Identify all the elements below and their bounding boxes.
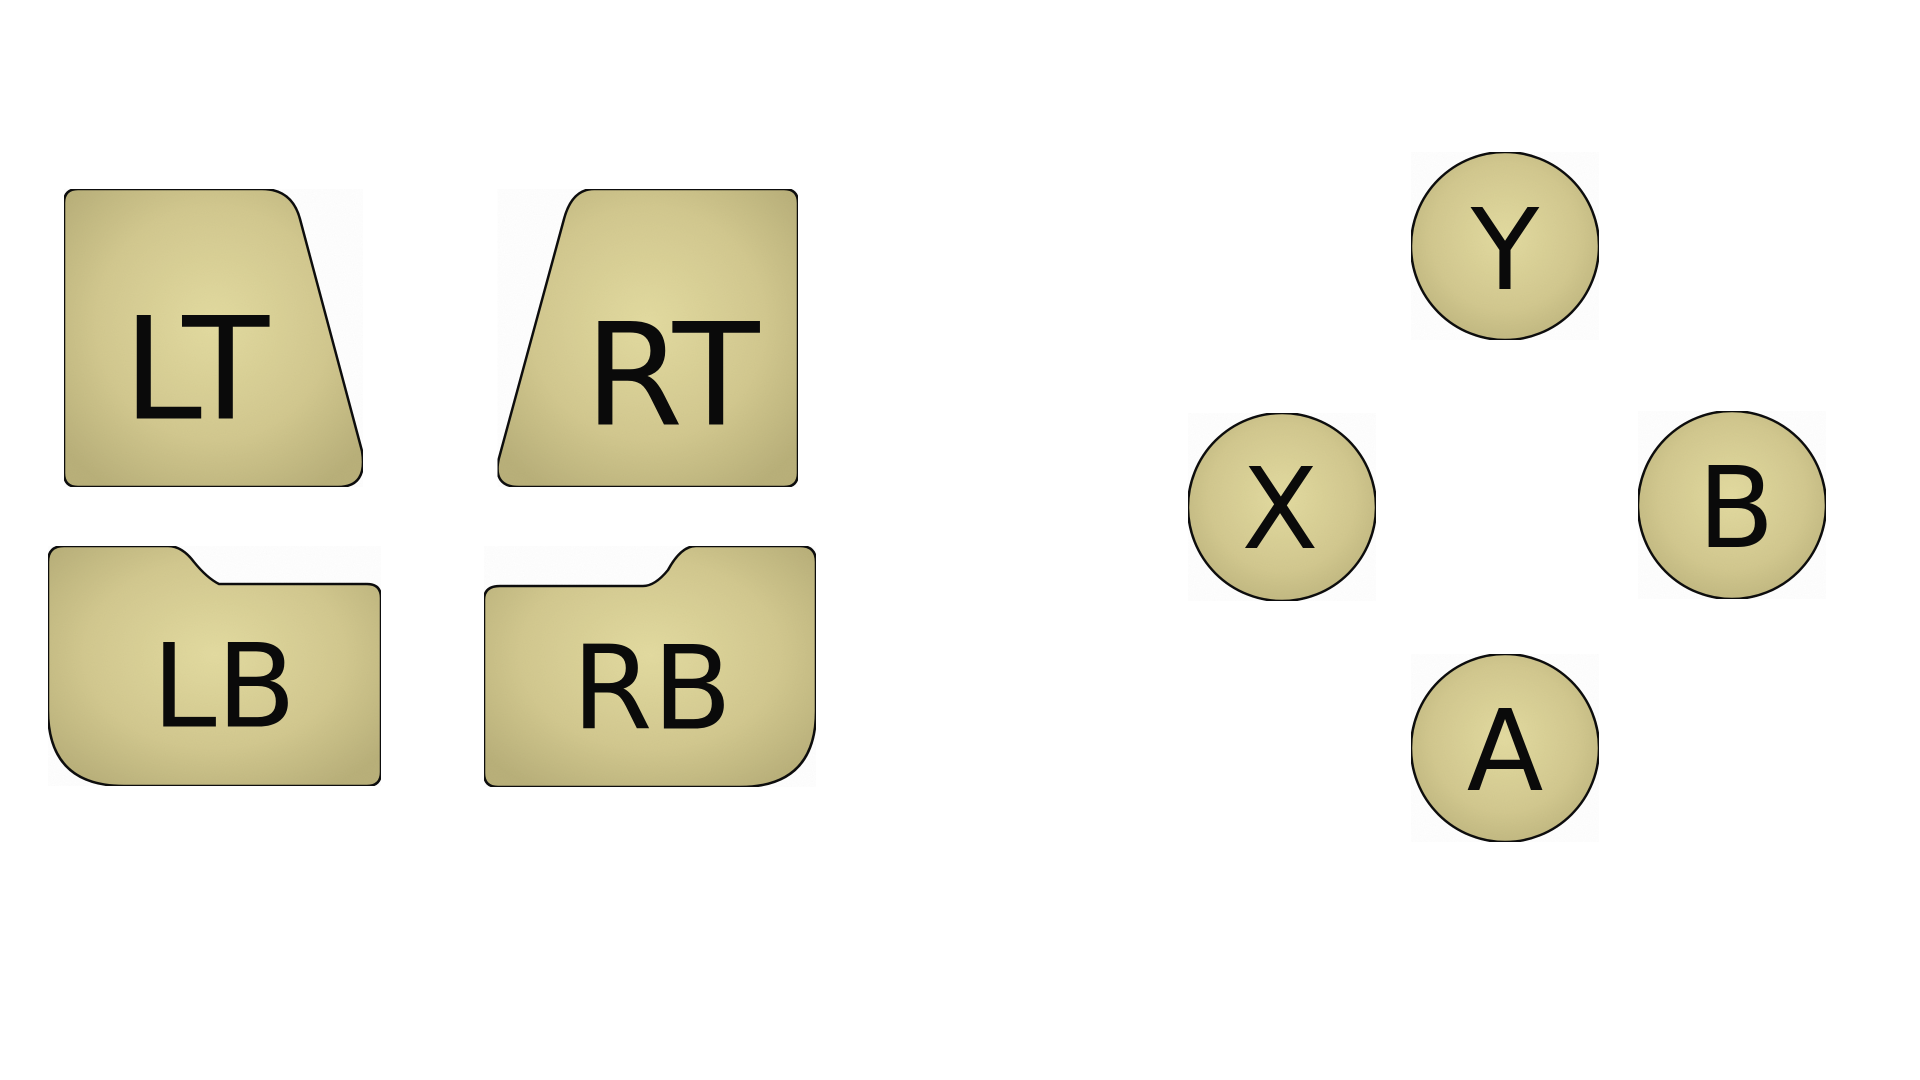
b-button-label: B xyxy=(1698,444,1775,574)
y-button-circle xyxy=(1409,150,1601,342)
right-bumper-label: RB xyxy=(572,622,732,757)
left-trigger-label: LT xyxy=(123,288,271,453)
y-button-label: Y xyxy=(1470,186,1540,316)
right-trigger-button[interactable]: RT xyxy=(496,187,800,489)
a-button-label: A xyxy=(1467,687,1544,817)
b-button[interactable]: B xyxy=(1636,409,1828,601)
right-bumper-shape xyxy=(482,544,818,789)
left-trigger-button[interactable]: LT xyxy=(62,187,365,489)
x-button-label: X xyxy=(1242,445,1319,575)
y-button[interactable]: Y xyxy=(1409,150,1601,342)
left-trigger-shape xyxy=(62,187,365,489)
left-bumper-label: LB xyxy=(152,620,296,755)
x-button-circle xyxy=(1186,411,1378,603)
right-trigger-shape xyxy=(496,187,800,489)
a-button-circle xyxy=(1409,652,1601,844)
left-bumper-button[interactable]: LB xyxy=(46,544,383,788)
left-bumper-shape xyxy=(46,544,383,788)
right-bumper-button[interactable]: RB xyxy=(482,544,818,789)
right-trigger-label: RT xyxy=(584,294,760,459)
b-button-circle xyxy=(1636,409,1828,601)
a-button[interactable]: A xyxy=(1409,652,1601,844)
x-button[interactable]: X xyxy=(1186,411,1378,603)
